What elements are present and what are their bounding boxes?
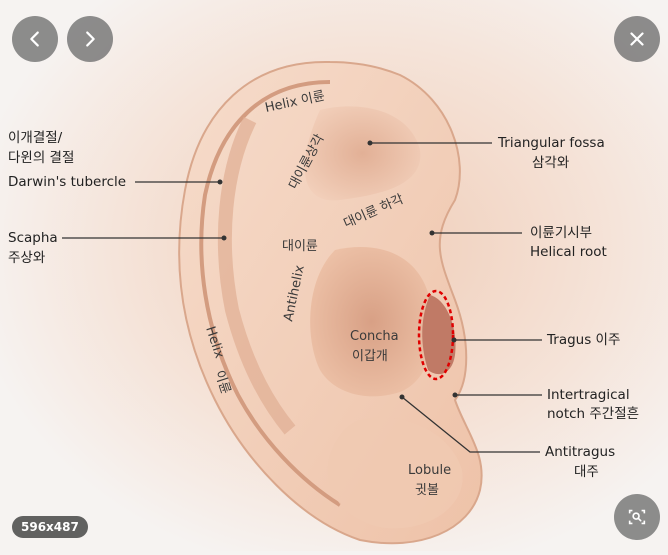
label-antihelix-kr: 대이륜: [282, 239, 318, 254]
visual-search-icon: [628, 509, 646, 525]
close-icon: [630, 32, 644, 46]
label-tragus: Tragus 이주: [546, 332, 620, 348]
next-image-button[interactable]: [67, 16, 113, 62]
label-concha-kr: 이갑개: [352, 349, 388, 364]
leader-lines: [62, 142, 542, 453]
chevron-right-icon: [86, 31, 95, 47]
label-darwin-kr-1: 이개결절/: [8, 130, 63, 146]
triangular-fossa-shape: [304, 106, 421, 201]
label-scapha-kr: 주상와: [8, 250, 45, 266]
tragus-highlight: [417, 289, 455, 381]
label-intertragical-2: notch 주간절흔: [547, 406, 639, 422]
label-darwin-kr-2: 다윈의 결절: [8, 150, 74, 166]
label-helical-root-en: Helical root: [530, 244, 607, 260]
label-triangular-en: Triangular fossa: [497, 135, 605, 151]
scapha-groove: [217, 116, 296, 435]
helix-rim: [199, 80, 342, 507]
label-antitragus-kr: 대주: [574, 464, 599, 480]
leader-antitragus: [401, 396, 540, 453]
dot-darwin: [217, 179, 223, 185]
label-lobule-kr: 귓볼: [415, 483, 439, 498]
tragus-shape: [422, 295, 456, 375]
dot-scapha: [221, 235, 227, 241]
dot-tragus: [451, 337, 457, 343]
dot-triangular: [367, 140, 373, 146]
lobule-shape: [327, 417, 463, 529]
label-helical-root-kr: 이륜기시부: [530, 225, 592, 241]
label-helix-side-kr: 이륜: [211, 369, 233, 396]
dot-intertragical: [452, 392, 458, 398]
label-darwin-en: Darwin's tubercle: [8, 174, 126, 190]
concha-shape: [310, 247, 433, 397]
image-size-badge: 596x487: [12, 516, 88, 538]
label-concha-en: Concha: [350, 329, 399, 344]
chevron-left-icon: [30, 31, 39, 47]
leader-dots: [217, 140, 458, 400]
dot-antitragus: [399, 394, 405, 400]
previous-image-button[interactable]: [12, 16, 58, 62]
label-scapha-en: Scapha: [8, 230, 58, 246]
label-lobule-en: Lobule: [408, 463, 451, 478]
label-antitragus-en: Antitragus: [545, 444, 615, 460]
close-button[interactable]: [614, 16, 660, 62]
visual-search-button[interactable]: [614, 494, 660, 540]
dot-helical-root: [429, 230, 435, 236]
label-intertragical-1: Intertragical: [547, 387, 630, 403]
label-triangular-kr: 삼각와: [532, 155, 569, 171]
